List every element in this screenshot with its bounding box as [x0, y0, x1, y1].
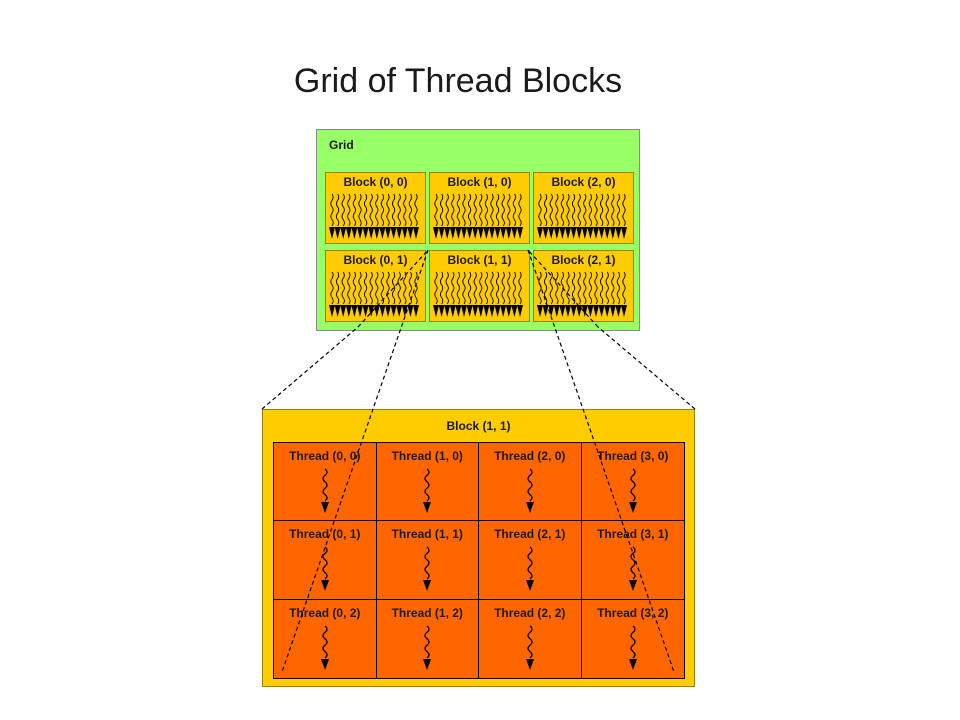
grid-block: Block (2, 0) [533, 172, 634, 244]
thread-cell: Thread (0, 0) [274, 443, 377, 522]
thread-cell: Thread (3, 2) [581, 599, 684, 678]
thread-bundle-icon [329, 271, 419, 317]
wavy-arrow-down-icon [628, 468, 637, 513]
thread-cell: Thread (3, 1) [581, 521, 684, 600]
thread-table: Thread (0, 0) Thread (1, 0) Thread (2, 0… [273, 442, 685, 679]
grid-label: Grid [329, 138, 354, 152]
connector-line [261, 326, 359, 410]
thread-cell: Thread (3, 0) [581, 443, 684, 522]
thread-label: Thread (3, 1) [597, 527, 669, 542]
grid-block: Block (0, 1) [325, 250, 426, 322]
grid-block: Block (1, 0) [429, 172, 530, 244]
thread-cell: Thread (2, 2) [479, 599, 582, 678]
thread-label: Thread (3, 0) [597, 449, 669, 463]
grid-block: Block (0, 0) [325, 172, 426, 244]
wavy-arrow-down-icon [628, 625, 637, 670]
thread-label: Thread (2, 1) [494, 527, 566, 542]
wavy-arrow-down-icon [423, 468, 432, 513]
connector-line [597, 326, 696, 410]
thread-label: Thread (0, 2) [289, 605, 361, 620]
thread-label: Thread (3, 2) [597, 605, 669, 620]
wavy-arrow-down-icon [423, 625, 432, 670]
thread-bundle-icon [433, 271, 523, 317]
grid: Grid Block (0, 0) Block (1, 0) Block (2,… [316, 129, 640, 331]
thread-label: Thread (1, 1) [391, 527, 463, 542]
wavy-arrow-down-icon [628, 546, 637, 592]
thread-cell: Thread (2, 1) [479, 521, 582, 600]
thread-label: Thread (0, 1) [289, 527, 361, 542]
thread-label: Thread (0, 0) [289, 449, 361, 463]
wavy-arrow-down-icon [320, 546, 329, 592]
wavy-arrow-down-icon [320, 625, 329, 670]
block-label: Block (0, 0) [343, 175, 408, 189]
thread-cell: Thread (1, 1) [376, 521, 479, 600]
wavy-arrow-down-icon [320, 468, 329, 513]
wavy-arrow-down-icon [525, 625, 534, 670]
thread-bundle-icon [433, 193, 523, 239]
thread-label: Thread (1, 2) [391, 605, 463, 620]
block-detail: Block (1, 1) Thread (0, 0) Thread (1, 0)… [262, 409, 695, 687]
block-label: Block (0, 1) [343, 253, 408, 267]
thread-bundle-icon [537, 271, 627, 317]
wavy-arrow-down-icon [525, 546, 534, 592]
page-title: Grid of Thread Blocks [293, 62, 623, 100]
block-label: Block (1, 0) [447, 175, 512, 189]
thread-cell: Thread (2, 0) [479, 443, 582, 522]
thread-cell: Thread (1, 0) [376, 443, 479, 522]
thread-bundle-icon [537, 193, 627, 239]
block-detail-label: Block (1, 1) [446, 419, 511, 433]
block-label: Block (2, 1) [551, 253, 616, 267]
wavy-arrow-down-icon [525, 468, 534, 513]
block-label: Block (2, 0) [551, 175, 616, 189]
block-label: Block (1, 1) [447, 253, 512, 267]
thread-cell: Thread (1, 2) [376, 599, 479, 678]
thread-label: Thread (2, 0) [494, 449, 566, 463]
thread-cell: Thread (0, 2) [274, 599, 377, 678]
grid-block: Block (2, 1) [533, 250, 634, 322]
thread-bundle-icon [329, 193, 419, 239]
grid-block: Block (1, 1) [429, 250, 530, 322]
thread-label: Thread (2, 2) [494, 605, 566, 620]
thread-cell: Thread (0, 1) [274, 521, 377, 600]
thread-label: Thread (1, 0) [391, 449, 463, 463]
wavy-arrow-down-icon [423, 546, 432, 592]
